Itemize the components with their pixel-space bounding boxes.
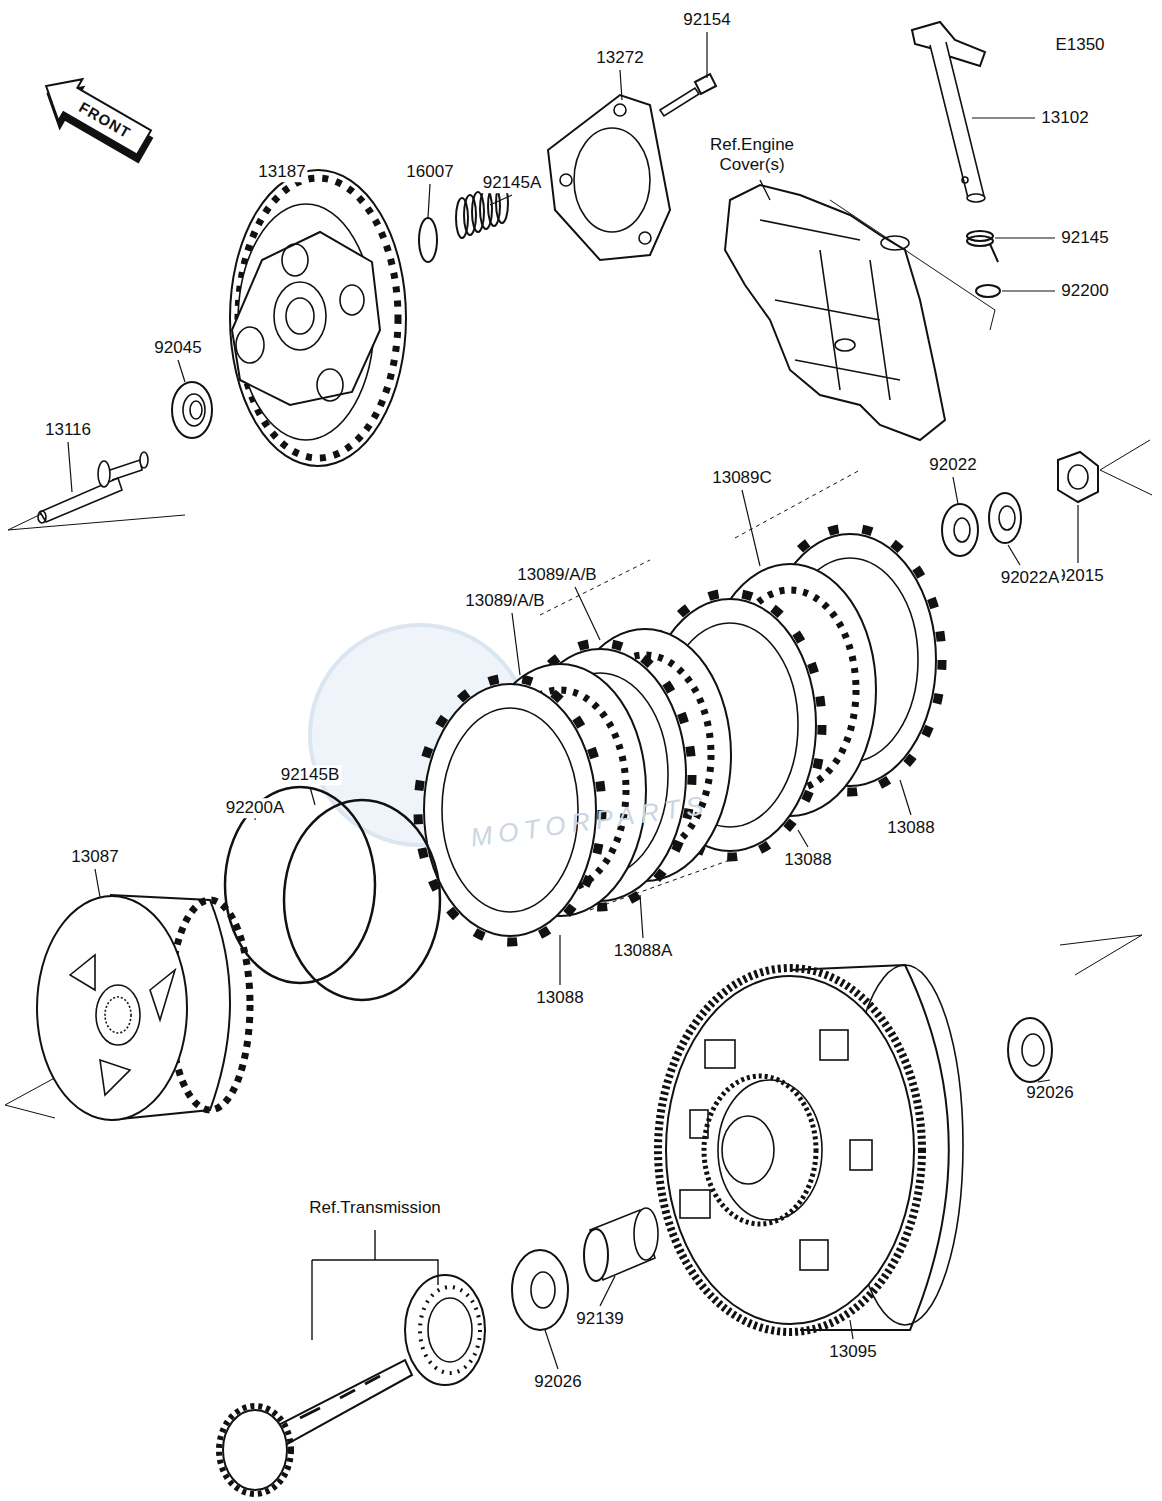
clutch-housing (658, 965, 963, 1332)
callout-number: 13088 (885, 818, 936, 838)
callout-number: 13095 (827, 1342, 878, 1362)
washer (942, 504, 978, 556)
callout-number: 92026 (1024, 1083, 1075, 1103)
washer (976, 285, 1000, 297)
thrust-washer (1008, 1018, 1052, 1082)
reference-note: Ref.Engine Cover(s) (700, 135, 804, 174)
return-spring (967, 231, 998, 262)
release-shaft (912, 22, 985, 202)
callout-number: 13088 (534, 988, 585, 1008)
callout-number: 92015 (1054, 566, 1105, 586)
callout-number: 13116 (43, 420, 93, 440)
bearing (405, 1275, 485, 1385)
bracket (312, 1230, 438, 1340)
callout-number: 13088A (612, 941, 675, 961)
callout-number: 92145 (1059, 228, 1110, 248)
bearing (172, 382, 212, 438)
callout-number: 13089C (710, 468, 774, 488)
engine-cover (725, 185, 945, 440)
thrust-washer (512, 1250, 568, 1330)
callout-number: 92145B (279, 765, 342, 785)
leader-lines (68, 32, 1078, 1369)
callout-number: 13187 (256, 162, 307, 182)
front-arrow (31, 65, 160, 171)
callout-number: 92154 (681, 10, 732, 30)
push-rod (38, 452, 148, 523)
callout-number: 92045 (152, 338, 203, 358)
bolt (660, 74, 716, 116)
callout-number: 92139 (574, 1309, 625, 1329)
callout-number: 13089/A/B (463, 591, 546, 611)
bracket (760, 180, 770, 200)
callout-number: 13087 (69, 847, 120, 867)
callout-number: 92022 (927, 455, 978, 475)
transmission-shaft (219, 1360, 412, 1494)
callout-number: 13102 (1039, 108, 1090, 128)
spring-plate (548, 95, 670, 260)
pressure-plate (230, 170, 406, 466)
reference-note: Ref.Transmission (307, 1198, 443, 1218)
ring (419, 218, 437, 262)
callout-number: 92026 (532, 1372, 583, 1392)
callout-number: 13272 (594, 48, 645, 68)
sleeve (584, 1208, 658, 1281)
callout-number: 92200A (224, 798, 287, 818)
callout-number: 13089/A/B (515, 565, 598, 585)
callout-number: 92200 (1059, 281, 1110, 301)
figure-code: E1350 (1053, 35, 1106, 55)
nut (1058, 452, 1098, 502)
clutch-hub (37, 895, 250, 1120)
callout-number: 92145A (481, 173, 544, 193)
callout-number: 16007 (404, 162, 455, 182)
washer (989, 493, 1021, 543)
callout-number: 13088 (782, 850, 833, 870)
callout-number: 92022A (999, 568, 1062, 588)
